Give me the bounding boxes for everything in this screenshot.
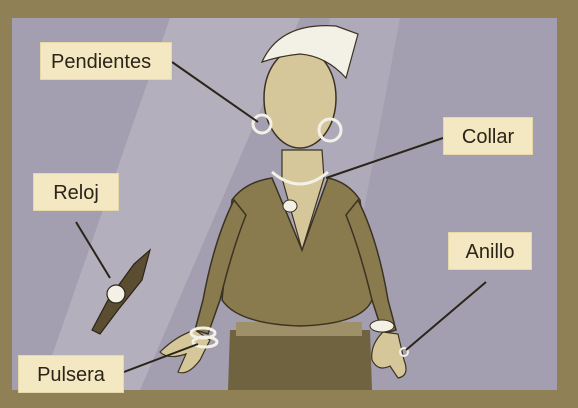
label-pendientes: Pendientes (40, 42, 172, 80)
loose-watch-face (107, 285, 125, 303)
label-anillo: Anillo (448, 232, 532, 270)
label-pulsera: Pulsera (18, 355, 124, 393)
wrist-watch (370, 320, 394, 332)
label-reloj: Reloj (33, 173, 119, 211)
skirt (228, 330, 372, 390)
label-collar: Collar (443, 117, 533, 155)
necklace-pendant (283, 200, 297, 212)
mannequin-head (264, 48, 336, 148)
